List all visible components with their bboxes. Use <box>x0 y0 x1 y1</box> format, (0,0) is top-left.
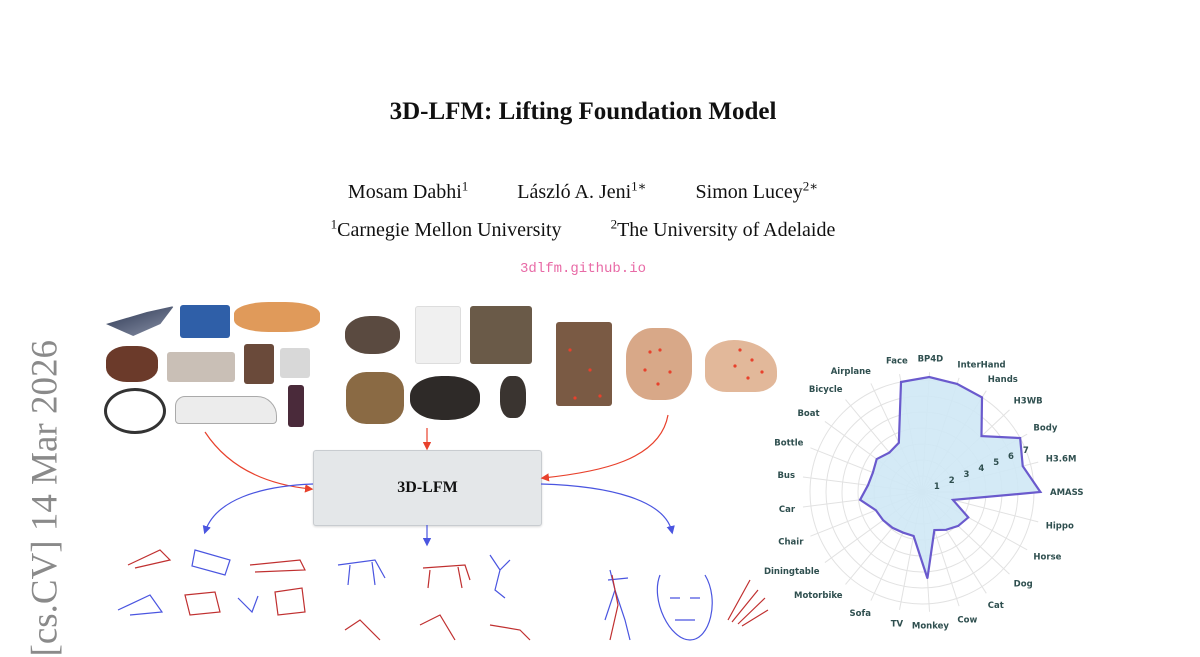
input-arrow-objects <box>204 431 314 493</box>
output-arrow-human <box>540 483 675 535</box>
radar-point <box>928 376 931 378</box>
radar-category-label: Monkey <box>912 622 950 632</box>
output-skeletons <box>117 549 769 641</box>
radar-category-label: Cow <box>957 615 977 625</box>
radar-category-label: Sofa <box>850 609 872 619</box>
radar-category-label: Chair <box>778 537 804 547</box>
author-list: Mosam Dabhi1 László A. Jeni1∗ Simon Luce… <box>0 178 1166 204</box>
author: Mosam Dabhi1 <box>347 178 469 203</box>
radar-category-label: Cat <box>988 601 1004 611</box>
radar-chart: 1234567AMASSH3.6MBodyH3WBHandsInterHandB… <box>764 354 1084 631</box>
radar-point <box>1021 465 1024 467</box>
boat-image <box>234 302 320 332</box>
radar-point <box>872 471 874 474</box>
radar-point <box>956 383 958 385</box>
radar-category-label: Body <box>1033 423 1057 433</box>
radar-point <box>945 529 947 531</box>
radar-category-label: Boat <box>797 409 819 419</box>
radar-tick-label: 1 <box>934 482 940 492</box>
output-arrow-objects <box>202 483 314 535</box>
chair-image <box>244 344 274 384</box>
radar-category-label: Airplane <box>831 367 871 377</box>
radar-category-label: Horse <box>1033 553 1061 563</box>
body-image <box>556 322 612 406</box>
radar-category-label: Dog <box>1014 580 1033 590</box>
radar-category-label: Motorbike <box>794 591 843 601</box>
project-link[interactable]: 3dlfm.github.io <box>519 261 647 277</box>
dog-image <box>415 306 461 364</box>
radar-tick-label: 7 <box>1023 446 1029 456</box>
radar-point <box>980 435 983 437</box>
bus-image <box>180 305 230 338</box>
radar-point <box>898 441 900 444</box>
keypoint-dots <box>568 348 764 400</box>
radar-category-label: AMASS <box>1050 488 1083 498</box>
affiliations: 1Carnegie Mellon University 2The Univers… <box>0 216 1166 242</box>
radar-tick-label: 2 <box>949 476 955 486</box>
horse-image <box>346 372 404 424</box>
paper-title: 3D-LFM: Lifting Foundation Model <box>389 98 777 125</box>
radar-point <box>902 531 904 534</box>
bottle-image <box>288 385 304 427</box>
radar-point <box>957 525 959 527</box>
radar-point <box>981 396 983 399</box>
radar-point <box>967 516 970 519</box>
radar-category-label: InterHand <box>957 361 1005 371</box>
radar-series-area <box>858 375 1043 579</box>
affiliation: 1Carnegie Mellon University <box>330 216 562 241</box>
model-box: 3D-LFM <box>313 450 542 526</box>
radar-point <box>867 484 869 486</box>
motorbike-image <box>106 346 158 382</box>
input-arrow-human <box>540 414 669 482</box>
radar-tick-label: 4 <box>978 464 984 474</box>
radar-point <box>891 526 894 529</box>
radar-category-label: Hands <box>988 375 1018 385</box>
radar-category-label: Car <box>779 505 796 515</box>
radar-tick-label: 3 <box>964 470 970 480</box>
radar-tick-label: 6 <box>1008 452 1014 462</box>
radar-category-label: H3.6M <box>1046 455 1077 465</box>
face-image <box>626 328 692 400</box>
bicycle-image <box>104 388 166 434</box>
radar-point <box>912 535 915 537</box>
radar-category-label: Hippo <box>1046 521 1074 531</box>
radar-category-label: Face <box>886 356 908 366</box>
radar-tick-label: 5 <box>993 458 999 468</box>
radar-category-label: Bicycle <box>809 385 843 395</box>
radar-point <box>875 509 877 512</box>
monkey-image <box>470 306 532 364</box>
tv-image <box>280 348 310 378</box>
radar-point <box>875 458 878 460</box>
radar-point <box>900 381 902 383</box>
hand-image <box>705 340 777 392</box>
sofa-image <box>167 352 235 382</box>
radar-category-label: Bottle <box>774 439 803 449</box>
radar-point <box>926 577 929 580</box>
radar-point <box>1019 437 1021 439</box>
radar-point <box>888 451 891 454</box>
author: Simon Lucey2∗ <box>695 178 819 203</box>
car-image <box>175 396 277 424</box>
hippo-image <box>345 316 400 354</box>
bear-image <box>410 376 480 420</box>
radar-category-label: Diningtable <box>764 567 820 577</box>
radar-point <box>933 529 936 531</box>
radar-category-label: BP4D <box>918 354 944 364</box>
radar-point <box>952 499 954 501</box>
radar-category-label: Bus <box>777 471 795 481</box>
radar-point <box>1039 491 1042 493</box>
author: László A. Jeni1∗ <box>517 178 647 203</box>
radar-category-label: H3WB <box>1014 396 1043 406</box>
radar-category-label: TV <box>891 620 904 630</box>
cat-image <box>500 376 526 418</box>
radar-point <box>859 499 861 501</box>
affiliation: 2The University of Adelaide <box>610 216 836 241</box>
radar-point <box>882 519 884 522</box>
